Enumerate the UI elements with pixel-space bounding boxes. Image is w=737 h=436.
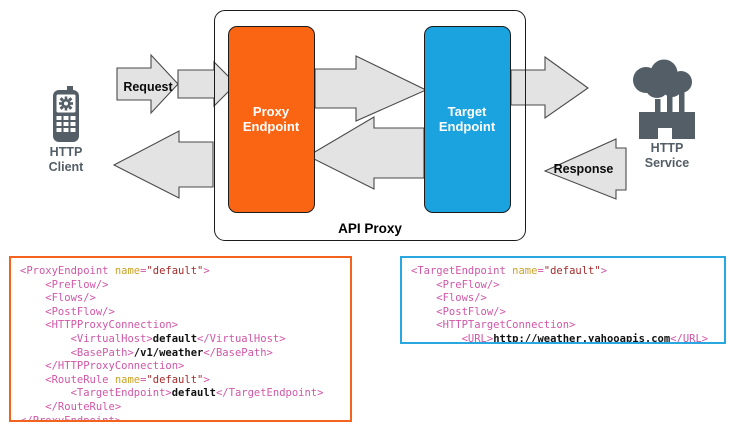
api-proxy-flow-diagram: Proxy Endpoint Target Endpoint API Proxy… (6, 10, 727, 241)
code-line: <HTTPTargetConnection> (411, 319, 715, 333)
code-token-tag: <HTTPTargetConnection> (411, 319, 576, 332)
cloud-factory-icon (633, 59, 695, 139)
code-line: <PreFlow/> (411, 279, 715, 293)
request-arrow-label: Request (123, 80, 173, 94)
target-endpoint-code-block: <TargetEndpoint name="default"> <PreFlow… (400, 256, 726, 344)
code-token-tag: <TargetEndpoint> (20, 387, 172, 400)
code-line: <BasePath>/v1/weather</BasePath> (20, 347, 341, 361)
http-client-caption-line2: Client (48, 160, 84, 174)
code-token-val: "default" (543, 265, 601, 277)
code-token-tag: <VirtualHost> (20, 332, 153, 345)
diagram-graphics-layer (53, 53, 695, 200)
code-token-tag: </ProxyEndpoint> (20, 414, 122, 422)
code-token-tag: <PostFlow/> (411, 305, 506, 318)
http-service-caption-line2: Service (644, 156, 690, 170)
mobile-phone-gear-icon (53, 86, 79, 142)
code-token-tag: <ProxyEndpoint (20, 265, 115, 277)
code-token-tag: <Flows/> (411, 292, 487, 305)
http-client-caption: HTTP Client (6, 145, 126, 175)
target-endpoint-label-line2: Endpoint (438, 119, 496, 134)
code-token-eq: = (140, 373, 147, 386)
code-line: <PostFlow/> (411, 306, 715, 320)
target-to-proxy-arrow (306, 116, 425, 190)
http-service-caption-line1: HTTP (650, 141, 684, 155)
api-proxy-container (214, 10, 526, 241)
code-token-attr: name (114, 265, 141, 277)
target-endpoint-label: Target Endpoint (417, 104, 517, 134)
code-line: <Flows/> (20, 292, 341, 306)
code-line: </ProxyEndpoint> (20, 414, 341, 422)
proxy-endpoint-label-line2: Endpoint (242, 119, 300, 134)
target-endpoint-node[interactable] (424, 26, 511, 213)
code-token-attr: name (512, 265, 538, 277)
target-to-service-arrow (510, 55, 589, 120)
code-token-tag: </URL> (670, 332, 709, 344)
response-arrow-label: Response (553, 162, 614, 176)
code-line: <Flows/> (411, 292, 715, 306)
proxy-endpoint-node[interactable] (228, 26, 315, 213)
code-token-tag: </TargetEndpoint> (215, 387, 324, 400)
response-arrow (543, 138, 627, 200)
code-line: <VirtualHost>default</VirtualHost> (20, 333, 341, 347)
code-token-eq: = (537, 265, 544, 277)
http-service-caption: HTTP Service (607, 141, 727, 171)
code-token-tag: <URL> (411, 332, 494, 344)
code-line: </HTTPProxyConnection> (20, 360, 341, 374)
http-client-caption-line1: HTTP (49, 145, 83, 159)
code-token-text: http://weather.yahooapis.com (493, 332, 671, 344)
code-token-tag: </VirtualHost> (197, 332, 286, 345)
code-token-tag: <HTTPProxyConnection> (20, 319, 179, 332)
code-token-val: "default" (146, 265, 204, 277)
code-line: <TargetEndpoint>default</TargetEndpoint> (20, 387, 341, 401)
code-line: </RouteRule> (20, 401, 341, 415)
code-token-tag: <PostFlow/> (20, 305, 115, 318)
response-to-client-arrow (112, 130, 214, 199)
code-token-eq: = (140, 265, 147, 277)
code-token-text: default (171, 387, 216, 400)
code-token-tag: <Flows/> (20, 292, 96, 305)
code-token-attr: name (114, 373, 141, 386)
code-line: <RouteRule name="default"> (20, 374, 341, 388)
code-token-tag: </HTTPProxyConnection> (20, 360, 185, 373)
code-token-tag: </BasePath> (203, 346, 273, 359)
proxy-endpoint-label-line1: Proxy (252, 104, 290, 119)
proxy-to-target-arrow (314, 55, 428, 122)
code-line: <PreFlow/> (20, 279, 341, 293)
code-token-tag: > (203, 265, 210, 277)
code-line: <PostFlow/> (20, 306, 341, 320)
code-line: <TargetEndpoint name="default"> (411, 265, 715, 279)
code-token-text: /v1/weather (133, 346, 204, 359)
proxy-endpoint-code-block: <ProxyEndpoint name="default"> <PreFlow/… (9, 256, 352, 422)
code-token-tag: <RouteRule (20, 373, 115, 386)
code-token-tag: > (203, 373, 210, 386)
code-token-tag: <BasePath> (20, 346, 134, 359)
code-token-tag: <TargetEndpoint (411, 265, 513, 277)
code-token-tag: > (600, 265, 608, 277)
code-token-text: default (152, 332, 198, 345)
code-line: <URL>http://weather.yahooapis.com</URL> (411, 332, 715, 344)
proxy-endpoint-label: Proxy Endpoint (221, 104, 321, 134)
request-arrow (116, 53, 179, 115)
code-token-val: "default" (146, 373, 204, 386)
code-line: <ProxyEndpoint name="default"> (20, 265, 341, 279)
api-proxy-caption: API Proxy (338, 221, 402, 236)
code-token-tag: <PreFlow/> (20, 278, 109, 291)
code-token-tag: <PreFlow/> (411, 278, 500, 291)
code-line: <HTTPProxyConnection> (20, 319, 341, 333)
target-endpoint-label-line1: Target (447, 104, 487, 119)
code-token-tag: </RouteRule> (20, 400, 122, 413)
